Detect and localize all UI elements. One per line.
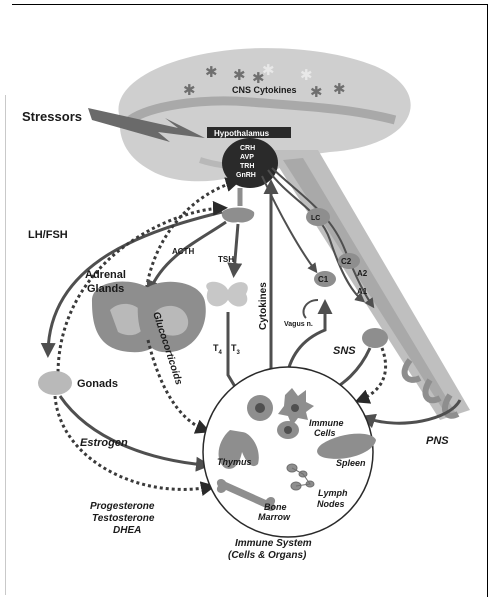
immune-system-subtitle: (Cells & Organs) — [228, 550, 307, 561]
gonads — [38, 371, 72, 395]
c1-label: C1 — [318, 275, 329, 284]
pns-label: PNS — [426, 435, 449, 447]
sns-ganglion — [362, 328, 388, 348]
cytokine-star-icon: ✱ — [333, 80, 346, 98]
a1-label: A1 — [357, 287, 368, 296]
bone-marrow-label-line2: Marrow — [258, 512, 291, 522]
dhea-label: DHEA — [113, 525, 141, 536]
lc-label: LC — [311, 215, 320, 222]
c2-label: C2 — [341, 257, 352, 266]
progesterone-label: Progesterone — [90, 501, 155, 512]
lymph-nodes-label-line1: Lymph — [318, 488, 348, 498]
vagus-loop — [303, 300, 318, 318]
cytokine-star-icon: ✱ — [300, 66, 313, 84]
bone-marrow-label-line1: Bone — [264, 502, 287, 512]
lh-fsh-label: LH/FSH — [28, 229, 68, 241]
acth-label: ACTH — [172, 247, 194, 256]
immune-cells-label-line2: Cells — [314, 428, 336, 438]
vagus-label: Vagus n. — [284, 321, 313, 328]
immune-cells-label-line1: Immune — [309, 418, 344, 428]
estrogen-arrow — [60, 396, 205, 465]
sex-steroid-arrow — [55, 396, 210, 489]
adrenal-glands-label-line2: Glands — [87, 283, 124, 295]
lymph-nodes-label-line2: Nodes — [317, 499, 345, 509]
testosterone-label: Testosterone — [92, 513, 155, 524]
tsh-arrow — [234, 224, 238, 272]
sns-dotted-arrow — [360, 348, 386, 400]
tsh-label: TSH — [218, 255, 234, 264]
stressors-label: Stressors — [22, 109, 82, 124]
t4-label: T4 — [213, 343, 223, 356]
immune-system-title: Immune System — [235, 538, 312, 549]
t3-label: T3 — [231, 343, 241, 356]
cytokine-star-icon: ✱ — [233, 66, 246, 84]
cytokines-label: Cytokines — [258, 282, 269, 330]
hypothalamus-title: Hypothalamus — [214, 129, 270, 138]
thymus-label: Thymus — [217, 457, 252, 467]
cytokine-star-icon: ✱ — [183, 81, 196, 99]
acth-arrow — [150, 222, 226, 290]
cytokine-star-icon: ✱ — [205, 63, 218, 81]
sns-label: SNS — [333, 345, 356, 357]
hormone-gnrh: GnRH — [236, 172, 256, 179]
cns-cytokines-label: CNS Cytokines — [232, 85, 297, 95]
glucocorticoid-feedback-arrow — [145, 182, 235, 300]
estrogen-label: Estrogen — [80, 437, 128, 449]
cytokine-star-icon: ✱ — [262, 61, 275, 79]
cytokine-star-icon: ✱ — [310, 83, 323, 101]
adrenal-glands-label-line1: Adrenal — [85, 269, 126, 281]
spleen-label: Spleen — [336, 458, 366, 468]
gonads-label: Gonads — [77, 378, 118, 390]
a2-label: A2 — [357, 269, 368, 278]
hormone-crh: CRH — [240, 145, 255, 152]
hormone-trh: TRH — [240, 163, 254, 170]
pituitary-gland — [222, 188, 254, 223]
hormone-avp: AVP — [240, 154, 254, 161]
thyroid-gland — [206, 282, 248, 307]
